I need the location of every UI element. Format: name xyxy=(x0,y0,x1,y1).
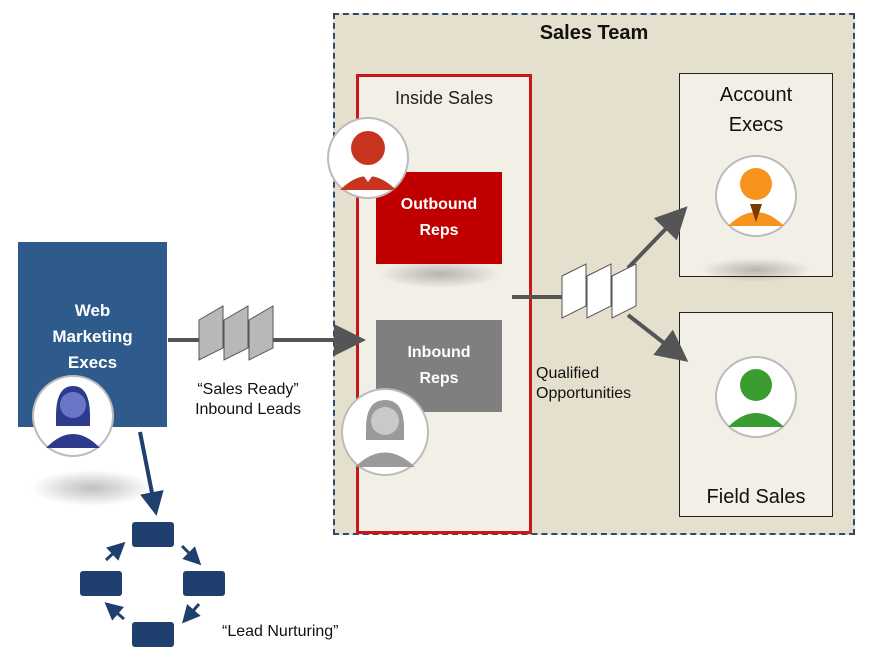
web-marketing-avatar-icon xyxy=(32,375,114,457)
outbound-rep-avatar-icon xyxy=(327,117,409,199)
outbound-reps-label-1: Outbound xyxy=(400,196,478,213)
web-marketing-label-2: Marketing xyxy=(52,327,133,346)
leads-document-stack-icon xyxy=(198,305,274,361)
account-execs-label-1: Account xyxy=(719,84,793,106)
field-sales-avatar-icon xyxy=(715,356,797,438)
to-nurturing-arrow xyxy=(138,431,164,516)
inside-sales-title: Inside Sales xyxy=(394,88,494,108)
sales-ready-label-1: “Sales Ready” xyxy=(197,381,299,398)
sales-team-title: Sales Team xyxy=(539,22,649,44)
account-execs-label-2: Execs xyxy=(728,114,784,136)
outbound-reps-box: Outbound Reps xyxy=(376,172,502,264)
account-exec-avatar-icon xyxy=(715,155,797,237)
web-marketing-label-3: Execs xyxy=(67,353,118,372)
inbound-reps-label-2: Reps xyxy=(419,370,459,387)
inbound-rep-avatar-icon xyxy=(341,388,429,476)
qualified-label-2: Opportunities xyxy=(536,385,632,402)
sales-ready-label: “Sales Ready” Inbound Leads xyxy=(168,380,328,420)
to-account-execs-arrow xyxy=(626,206,688,270)
lead-nurturing-label: “Lead Nurturing” xyxy=(222,623,339,640)
qualified-opportunities-label: Qualified Opportunities xyxy=(536,364,676,404)
sales-ready-label-2: Inbound Leads xyxy=(195,401,301,418)
lead-nurturing-cycle-icon xyxy=(80,522,225,647)
web-marketing-label-1: Web xyxy=(74,301,111,320)
web-marketing-shadow xyxy=(30,470,154,506)
account-execs-label: Account Execs xyxy=(679,80,833,140)
qualified-label-1: Qualified xyxy=(536,365,600,382)
inbound-reps-label-1: Inbound xyxy=(407,344,471,361)
field-sales-label: Field Sales xyxy=(706,486,806,508)
account-execs-shadow xyxy=(700,258,812,282)
outbound-shadow xyxy=(378,260,502,288)
outbound-reps-label-2: Reps xyxy=(419,222,459,239)
inbound-reps-box: Inbound Reps xyxy=(376,320,502,412)
opportunities-document-stack-icon xyxy=(561,263,637,319)
to-field-sales-arrow xyxy=(626,313,689,362)
